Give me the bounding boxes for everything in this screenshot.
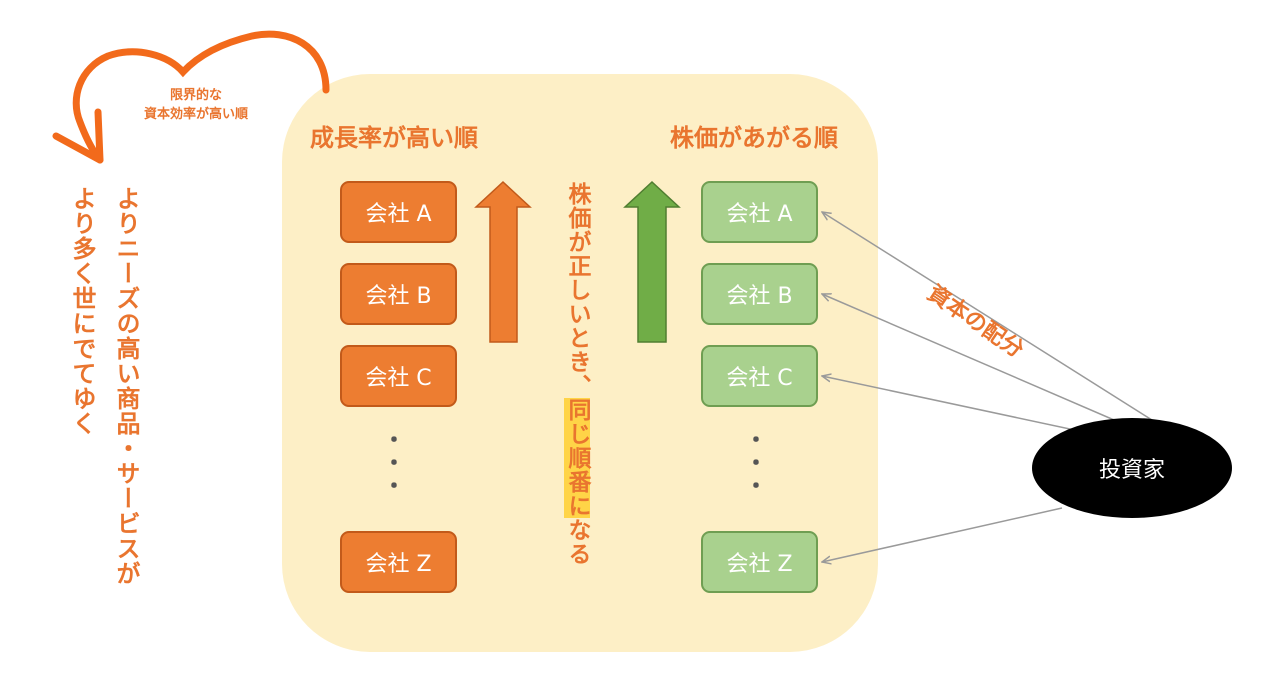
right-ellipsis: ・・・ (741, 428, 766, 497)
curve-label-line-1: 限界的な (169, 88, 222, 103)
allocation-line-b (822, 294, 1129, 427)
orange-up-arrow (474, 180, 532, 343)
middle-text-highlight: 同じ順番に (564, 398, 590, 518)
middle-text-part-1: 株価が正しいとき、 (564, 182, 590, 398)
curved-arrow-head (52, 108, 104, 164)
allocation-line-c (822, 376, 1113, 439)
left-text-line-2: より多く世にでてゆく (68, 186, 96, 436)
investor-label: 投資家 (1098, 458, 1165, 483)
curve-label-line-2: 資本効率が高い順 (143, 107, 248, 122)
left-company-z: 会社 Z (340, 531, 457, 593)
investor-node: 投資家 (1032, 418, 1232, 518)
right-company-c: 会社 C (701, 345, 818, 407)
left-company-a: 会社 A (340, 181, 457, 243)
left-company-c: 会社 C (340, 345, 457, 407)
middle-text-part-2: なる (564, 518, 590, 566)
left-text-line-1: よりニーズの高い商品・サービスが (112, 186, 140, 586)
allocation-line-a (822, 212, 1153, 421)
left-column-title: 成長率が高い順 (310, 124, 478, 152)
curve-label: 限界的な 資本効率が高い順 (128, 86, 264, 124)
green-up-arrow (623, 180, 681, 343)
right-company-z: 会社 Z (701, 531, 818, 593)
right-column-title: 株価があがる順 (670, 124, 838, 152)
left-ellipsis: ・・・ (379, 428, 404, 497)
curved-arrow (72, 30, 330, 164)
left-company-b: 会社 B (340, 263, 457, 325)
right-company-b: 会社 B (701, 263, 818, 325)
right-company-a: 会社 A (701, 181, 818, 243)
allocation-line-z (822, 507, 1063, 562)
middle-text: 株価が正しいとき、同じ順番になる (560, 182, 594, 566)
